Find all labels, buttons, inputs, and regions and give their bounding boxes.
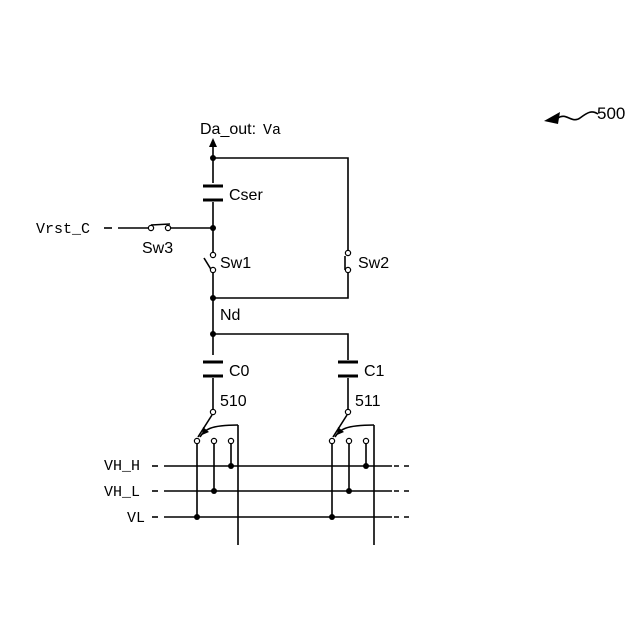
nd-label: Nd xyxy=(220,307,240,324)
output-arrowhead xyxy=(209,138,217,147)
rail-vh-l: VH_L xyxy=(104,484,410,501)
wire-nd-to-c1 xyxy=(213,334,348,360)
switch-sw3: Vrst_C Sw3 xyxy=(36,221,213,257)
cser-label: Cser xyxy=(229,187,263,204)
mux1-input-c xyxy=(363,438,368,443)
vh-h-junction-511 xyxy=(363,463,369,469)
mux1-pivot xyxy=(345,409,350,414)
c1-label: C1 xyxy=(364,363,385,380)
capacitor-c1: C1 511 xyxy=(338,362,385,410)
figure-number: 500 xyxy=(597,104,625,123)
junction-sw-merge xyxy=(210,295,216,301)
sw2-contact-top xyxy=(345,250,350,255)
node-nd: Nd xyxy=(210,295,348,360)
sw2-label: Sw2 xyxy=(358,255,389,272)
sw3-label: Sw3 xyxy=(142,240,173,257)
c0-label: C0 xyxy=(229,363,250,380)
mux1-label: 511 xyxy=(355,393,381,410)
vh-l-junction-511 xyxy=(346,488,352,494)
sw3-contact-left xyxy=(148,225,153,230)
capacitor-cser: Cser xyxy=(203,186,263,252)
sw1-label: Sw1 xyxy=(220,255,251,272)
switch-sw1: Sw1 xyxy=(204,252,251,355)
rail-vl: VL xyxy=(127,510,410,527)
reference-squiggle xyxy=(558,112,598,120)
vrst-label: Vrst_C xyxy=(36,221,90,238)
mux-510 xyxy=(194,409,238,545)
mux1-arrowhead xyxy=(337,427,344,435)
mux0-arrowhead xyxy=(202,427,209,435)
mux1-input-b xyxy=(346,438,351,443)
reference-arrowhead xyxy=(544,112,560,124)
mux-511 xyxy=(329,409,374,545)
vl-label: VL xyxy=(127,510,145,527)
capacitor-c0: C0 510 xyxy=(203,362,250,410)
vh-h-label: VH_H xyxy=(104,458,140,475)
vl-junction-510 xyxy=(194,514,200,520)
mux0-input-a xyxy=(194,438,199,443)
wire-top-to-sw2 xyxy=(213,158,348,250)
sw3-blade xyxy=(151,224,170,225)
vh-l-junction-510 xyxy=(211,488,217,494)
sw1-contact-bottom xyxy=(210,267,215,272)
vl-junction-511 xyxy=(329,514,335,520)
mux0-input-b xyxy=(211,438,216,443)
wire-sw2-to-node xyxy=(213,273,348,298)
mux0-label: 510 xyxy=(220,393,247,410)
sw3-contact-right xyxy=(165,225,170,230)
rail-vh-h: VH_H xyxy=(104,458,410,475)
mux0-input-c xyxy=(228,438,233,443)
vh-h-junction-510 xyxy=(228,463,234,469)
mux1-input-a xyxy=(329,438,334,443)
sw1-contact-top xyxy=(210,252,215,257)
output-label: Da_out: xyxy=(200,121,256,138)
sw2-contact-bottom xyxy=(345,267,350,272)
output-value: Va xyxy=(263,122,281,139)
figure-reference: 500 xyxy=(544,104,625,124)
mux0-pivot xyxy=(210,409,215,414)
vh-l-label: VH_L xyxy=(104,484,140,501)
